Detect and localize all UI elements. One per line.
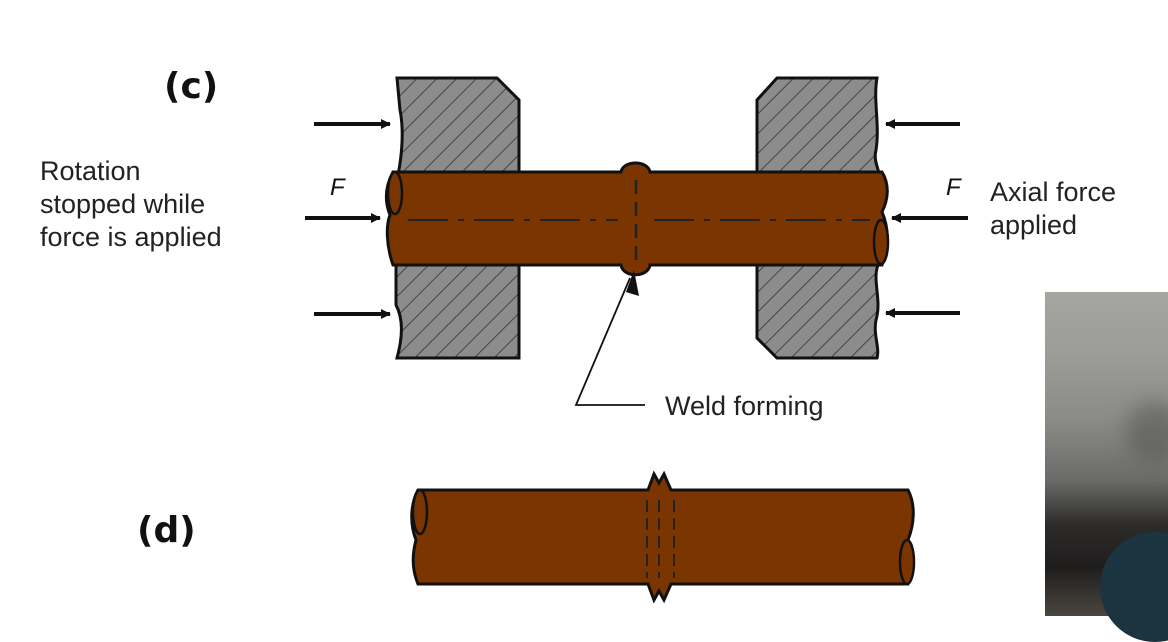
weld-forming-callout: Weld forming (665, 391, 824, 421)
workpiece-end-left (386, 170, 404, 216)
panel-label-c: (c) (164, 66, 219, 107)
caption-line: Rotation (40, 156, 141, 186)
weld-callout-arrowhead (626, 270, 639, 296)
workpiece-d-end-right (898, 538, 916, 586)
force-symbol-left: F (330, 174, 345, 201)
axial-force-caption: Axial force applied (990, 176, 1116, 242)
rotation-stopped-caption: Rotation stopped while force is applied (40, 155, 222, 254)
workpiece-end-right (872, 218, 890, 266)
caption-line: stopped while (40, 189, 206, 219)
presenter-video-thumbnail (1045, 292, 1168, 642)
panel-label-d: (d) (137, 510, 196, 551)
weld-callout-leader (574, 277, 645, 406)
caption-line: applied (990, 210, 1078, 240)
caption-line: Axial force (990, 177, 1117, 207)
workpiece-d (410, 470, 915, 604)
force-symbol-right: F (946, 174, 961, 201)
workpiece-d-end-left (411, 488, 429, 536)
video-blur-region (1125, 402, 1168, 462)
caption-line: force is applied (40, 222, 222, 252)
